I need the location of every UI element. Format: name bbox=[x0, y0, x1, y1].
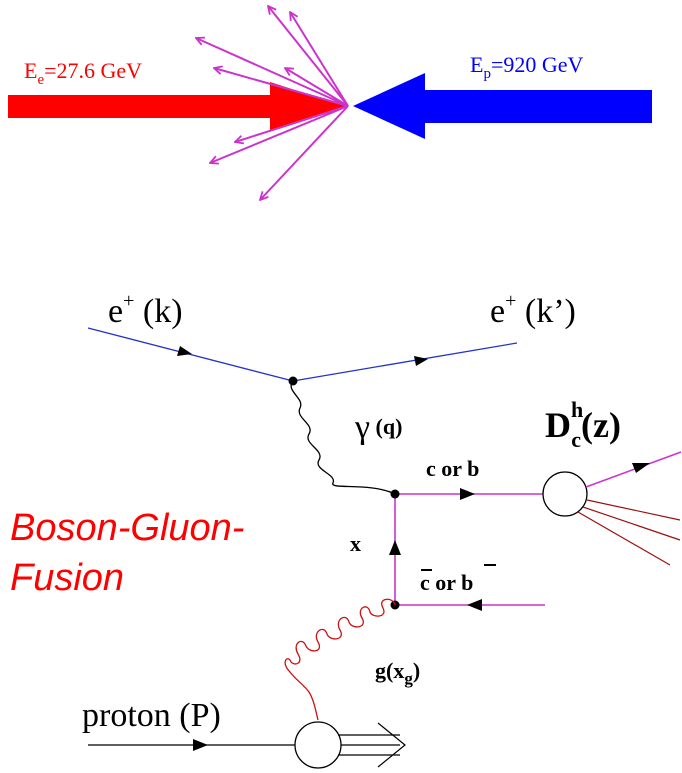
hadron-jet bbox=[577, 499, 681, 566]
quark-arrow bbox=[460, 488, 475, 500]
exchanged-quark-arrow bbox=[389, 540, 401, 555]
momentum-fraction-label: x bbox=[350, 531, 361, 556]
proton-blob bbox=[294, 721, 342, 769]
quark-label: c or b bbox=[426, 456, 479, 481]
antiquark-label: c or b bbox=[420, 570, 473, 595]
proton-label: proton (P) bbox=[82, 697, 221, 734]
photon-propagator bbox=[290, 380, 396, 495]
photon-label: γ (q) bbox=[354, 409, 402, 446]
lepton-vertex bbox=[288, 376, 298, 386]
outgoing-lepton-arrow bbox=[414, 356, 428, 366]
electron-beam-arrow bbox=[8, 82, 345, 130]
electron-beam-energy: Ee=27.6 GeV bbox=[24, 58, 142, 88]
proton-arrow bbox=[193, 739, 208, 751]
meson-track bbox=[585, 451, 682, 488]
incoming-lepton-label: e+ (k) bbox=[108, 290, 183, 330]
collision-spray bbox=[196, 6, 349, 200]
photon-quark-vertex bbox=[390, 489, 400, 499]
gluon-propagator bbox=[284, 598, 396, 721]
meson-arrow bbox=[632, 463, 650, 473]
proton-beam-energy: Ep=920 GeV bbox=[470, 52, 584, 82]
antiquark-bars bbox=[421, 564, 496, 571]
outgoing-lepton-label: e+ (k’) bbox=[490, 290, 576, 330]
gluon-label: g(xg) bbox=[375, 658, 420, 688]
process-name-line2: Fusion bbox=[10, 557, 124, 599]
process-name-line1: Boson-Gluon- bbox=[10, 507, 244, 549]
antiquark-arrow bbox=[467, 599, 482, 611]
fragmentation-blob bbox=[542, 471, 588, 517]
proton-remnant bbox=[338, 722, 406, 768]
lepton-line bbox=[87, 327, 518, 382]
incoming-lepton-arrow bbox=[177, 346, 192, 356]
proton-beam-arrow bbox=[353, 73, 652, 139]
